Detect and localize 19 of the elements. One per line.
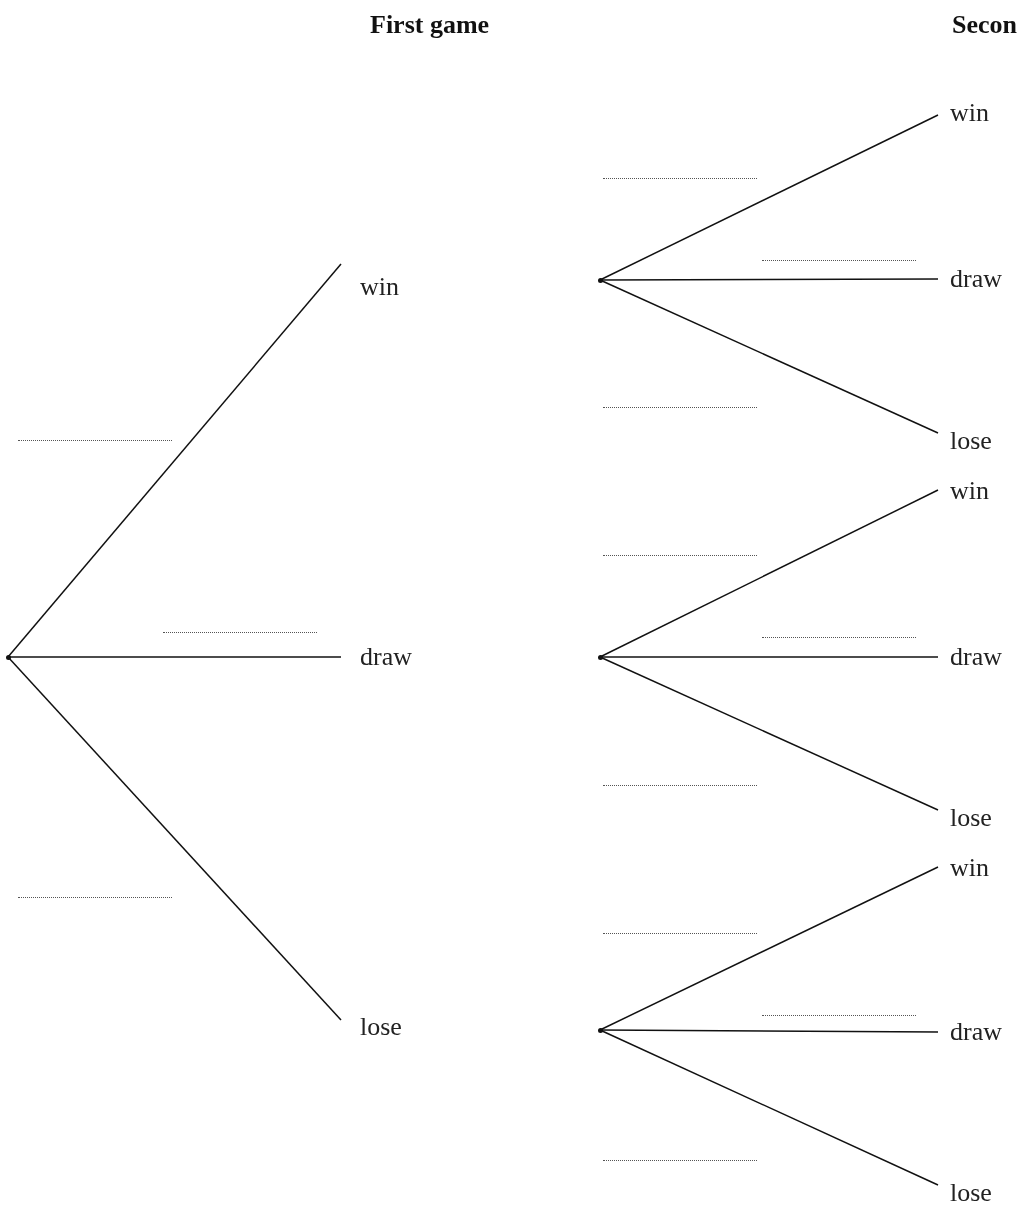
branch-point (597, 654, 603, 660)
outcome-label: lose (938, 1178, 992, 1208)
outcome-label: draw (341, 642, 412, 672)
branch-point (5, 654, 11, 660)
outcome-label: lose (341, 1012, 402, 1042)
outcome-label: lose (938, 426, 992, 456)
column-heading: Secon (952, 10, 1017, 40)
outcome-label: draw (938, 642, 1002, 672)
outcome-label: draw (938, 1017, 1002, 1047)
outcome-label: win (938, 98, 989, 128)
branch-point (597, 1027, 603, 1033)
outcome-label: draw (938, 264, 1002, 294)
outcome-label: win (938, 853, 989, 883)
column-heading: First game (370, 10, 490, 40)
branch-line (7, 263, 342, 658)
branch-point (597, 277, 603, 283)
outcome-label: win (938, 476, 989, 506)
outcome-label: lose (938, 803, 992, 833)
outcome-label: win (341, 272, 399, 302)
